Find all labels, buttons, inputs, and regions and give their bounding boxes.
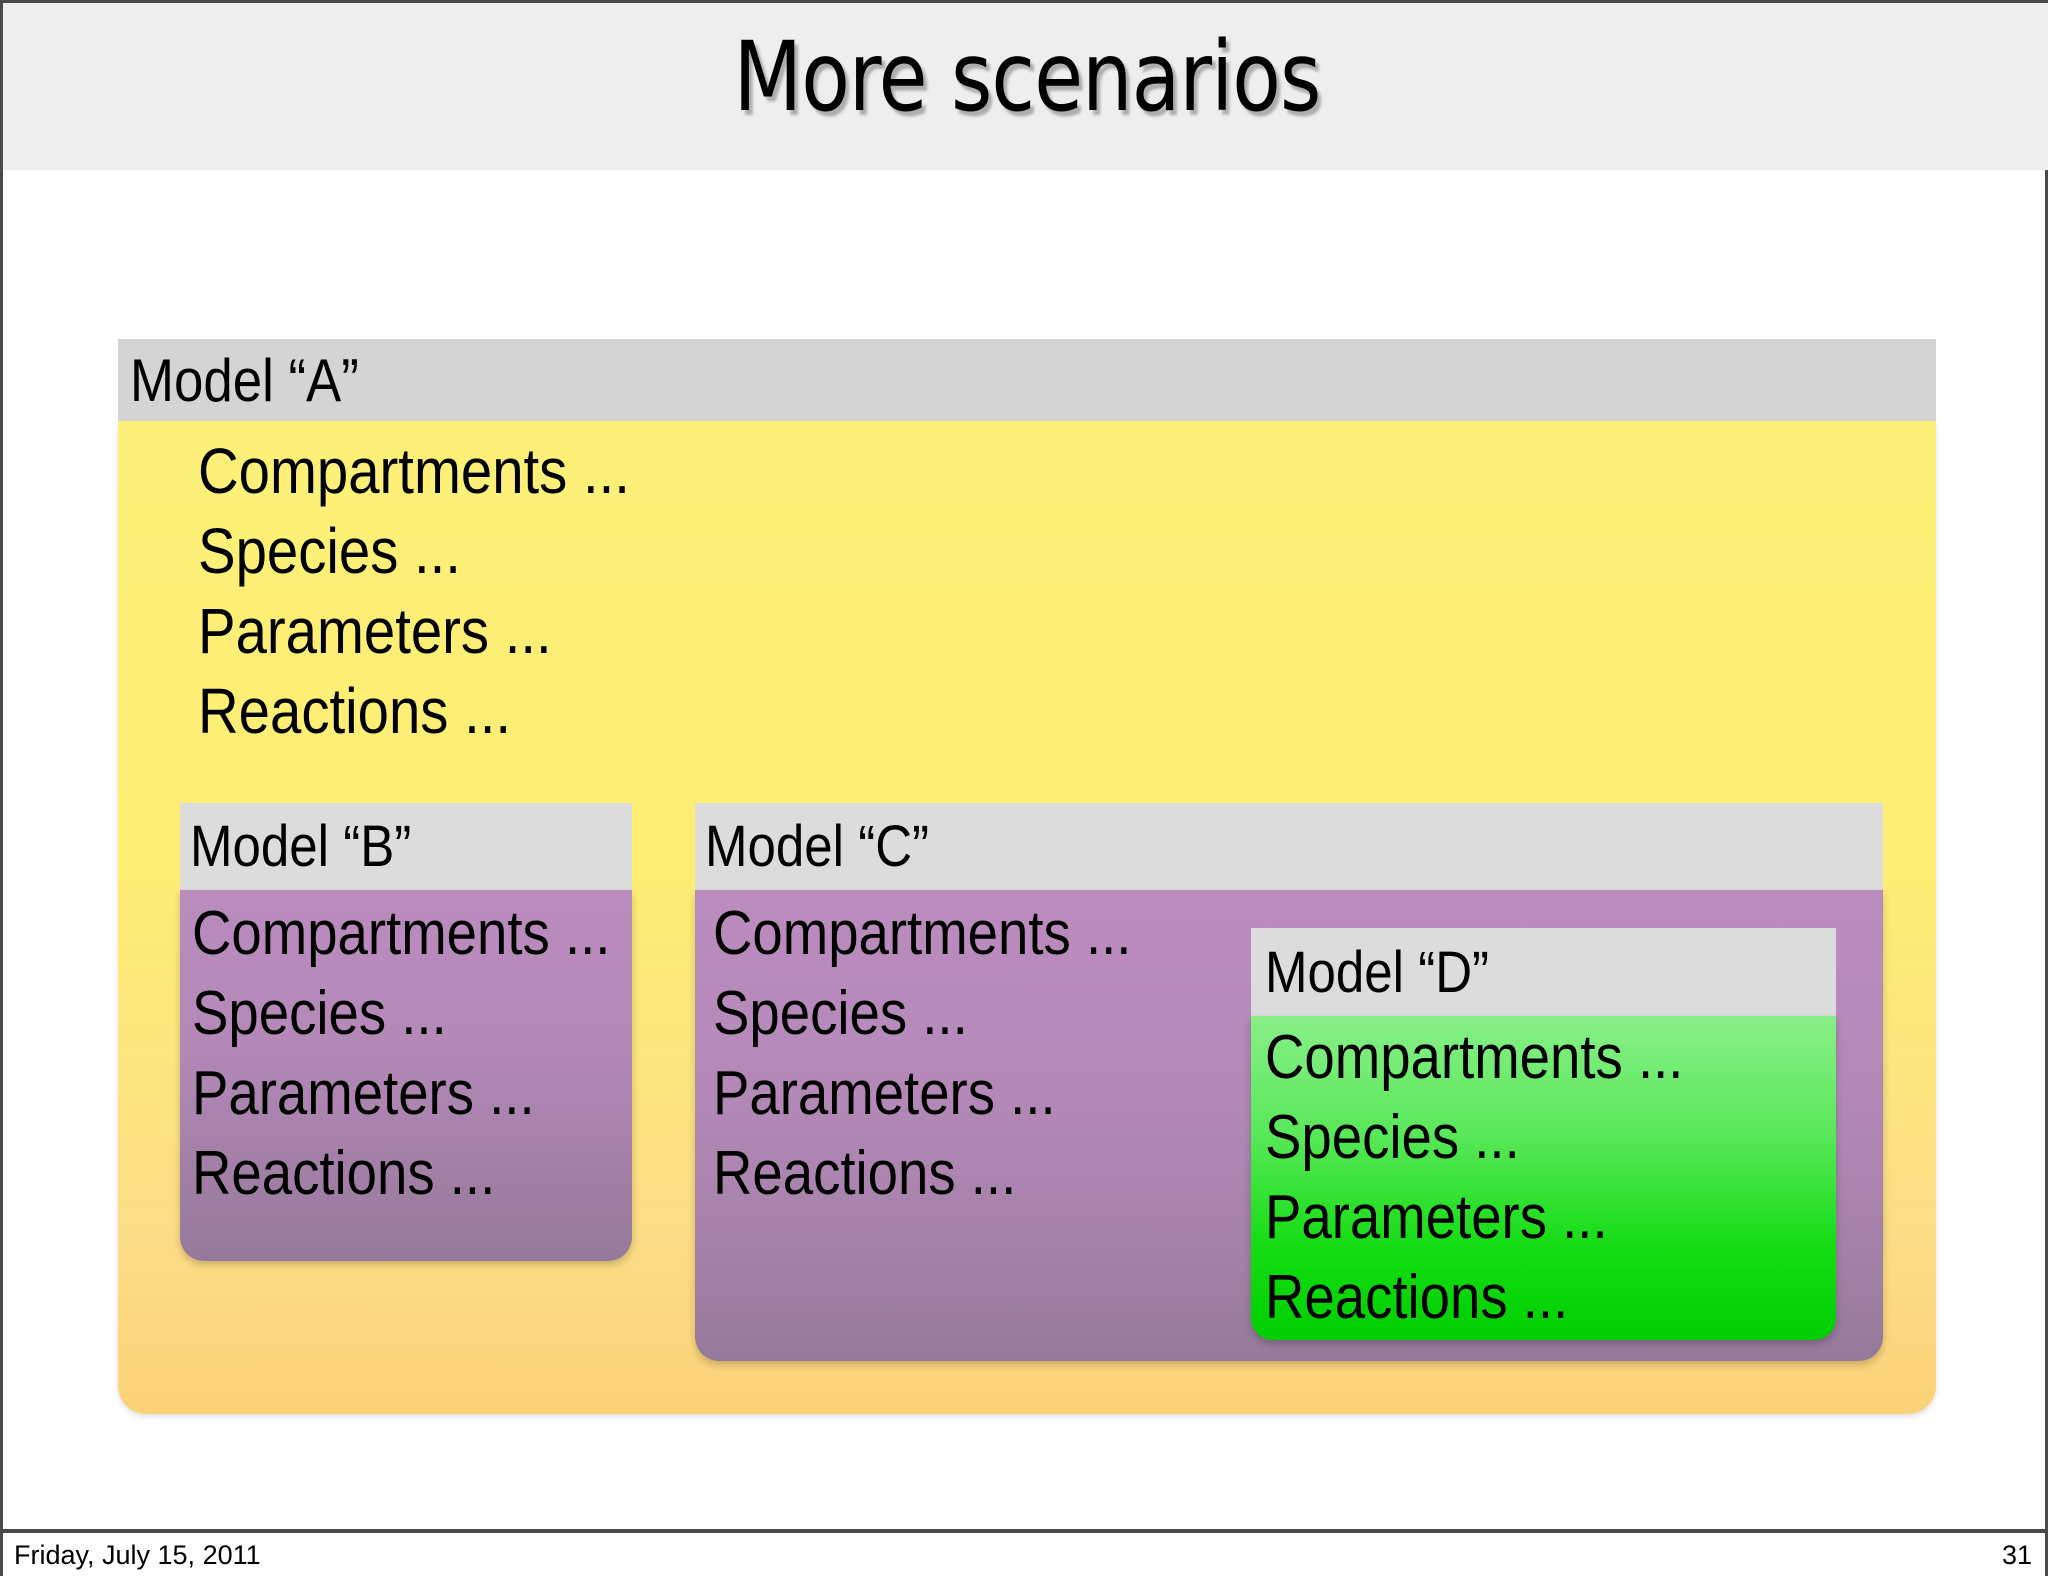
model-d-label: Model “D” (1265, 939, 1490, 1005)
model-a-label: Model “A” (130, 346, 359, 414)
model-b-line-parameters: Parameters ... (192, 1059, 535, 1128)
title-band: More scenarios (3, 3, 2048, 170)
model-a-line-parameters: Parameters ... (198, 595, 552, 667)
model-a-line-species: Species ... (198, 515, 461, 587)
footer-page-number: 31 (2001, 1540, 2032, 1570)
model-b-line-reactions: Reactions ... (192, 1139, 496, 1208)
footer-divider (0, 1529, 2048, 1533)
model-a-line-compartments: Compartments ... (198, 435, 630, 507)
model-b-label: Model “B” (190, 814, 412, 879)
model-a-line-reactions: Reactions ... (198, 675, 512, 747)
model-c-header: Model “C” (695, 803, 1883, 890)
footer-date: Friday, July 15, 2011 (14, 1540, 261, 1570)
model-c-line-reactions: Reactions ... (713, 1139, 1017, 1208)
model-c-line-compartments: Compartments ... (713, 899, 1132, 968)
model-d-body: Compartments ... Species ... Parameters … (1251, 1016, 1836, 1340)
model-b-body: Compartments ... Species ... Parameters … (180, 890, 632, 1261)
model-b-line-species: Species ... (192, 979, 447, 1048)
model-a-content-list: Compartments ... Species ... Parameters … (198, 431, 689, 751)
model-a-header: Model “A” (118, 339, 1936, 421)
model-c-label: Model “C” (705, 814, 930, 879)
model-d-line-reactions: Reactions ... (1265, 1263, 1569, 1332)
model-d-content-list: Compartments ... Species ... Parameters … (1265, 1018, 1740, 1338)
model-c-content-list: Compartments ... Species ... Parameters … (713, 894, 1188, 1214)
model-d-header: Model “D” (1251, 928, 1836, 1016)
model-b-content-list: Compartments ... Species ... Parameters … (192, 894, 667, 1214)
model-c-line-species: Species ... (713, 979, 968, 1048)
model-d-line-species: Species ... (1265, 1103, 1520, 1172)
model-b-header: Model “B” (180, 803, 632, 890)
page-title: More scenarios (733, 21, 1322, 133)
model-d-line-parameters: Parameters ... (1265, 1183, 1608, 1252)
model-b-line-compartments: Compartments ... (192, 899, 611, 968)
model-c-line-parameters: Parameters ... (713, 1059, 1056, 1128)
model-d-line-compartments: Compartments ... (1265, 1023, 1684, 1092)
